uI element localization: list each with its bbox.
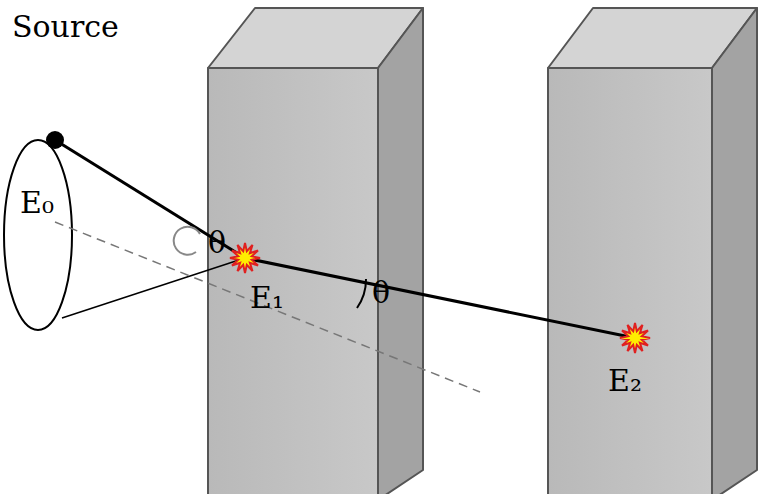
interaction-burst — [230, 243, 260, 273]
detector-slab — [548, 8, 757, 494]
angle-label: θ — [208, 228, 226, 258]
detector-slab — [208, 8, 423, 494]
angle-label: θ — [372, 278, 390, 308]
energy-label: E₂ — [608, 366, 642, 396]
cone-line — [55, 140, 245, 258]
cone-line — [62, 258, 245, 318]
source-dot — [46, 131, 64, 149]
cone-base — [4, 140, 72, 330]
angle-arc — [174, 227, 200, 255]
energy-label: E₀ — [20, 188, 54, 218]
scatter-ray — [245, 258, 635, 338]
energy-label: E₁ — [250, 283, 284, 313]
interaction-burst — [620, 323, 650, 353]
axis-line — [55, 222, 480, 392]
source-label: Source — [12, 12, 119, 42]
angle-arc — [357, 279, 366, 308]
